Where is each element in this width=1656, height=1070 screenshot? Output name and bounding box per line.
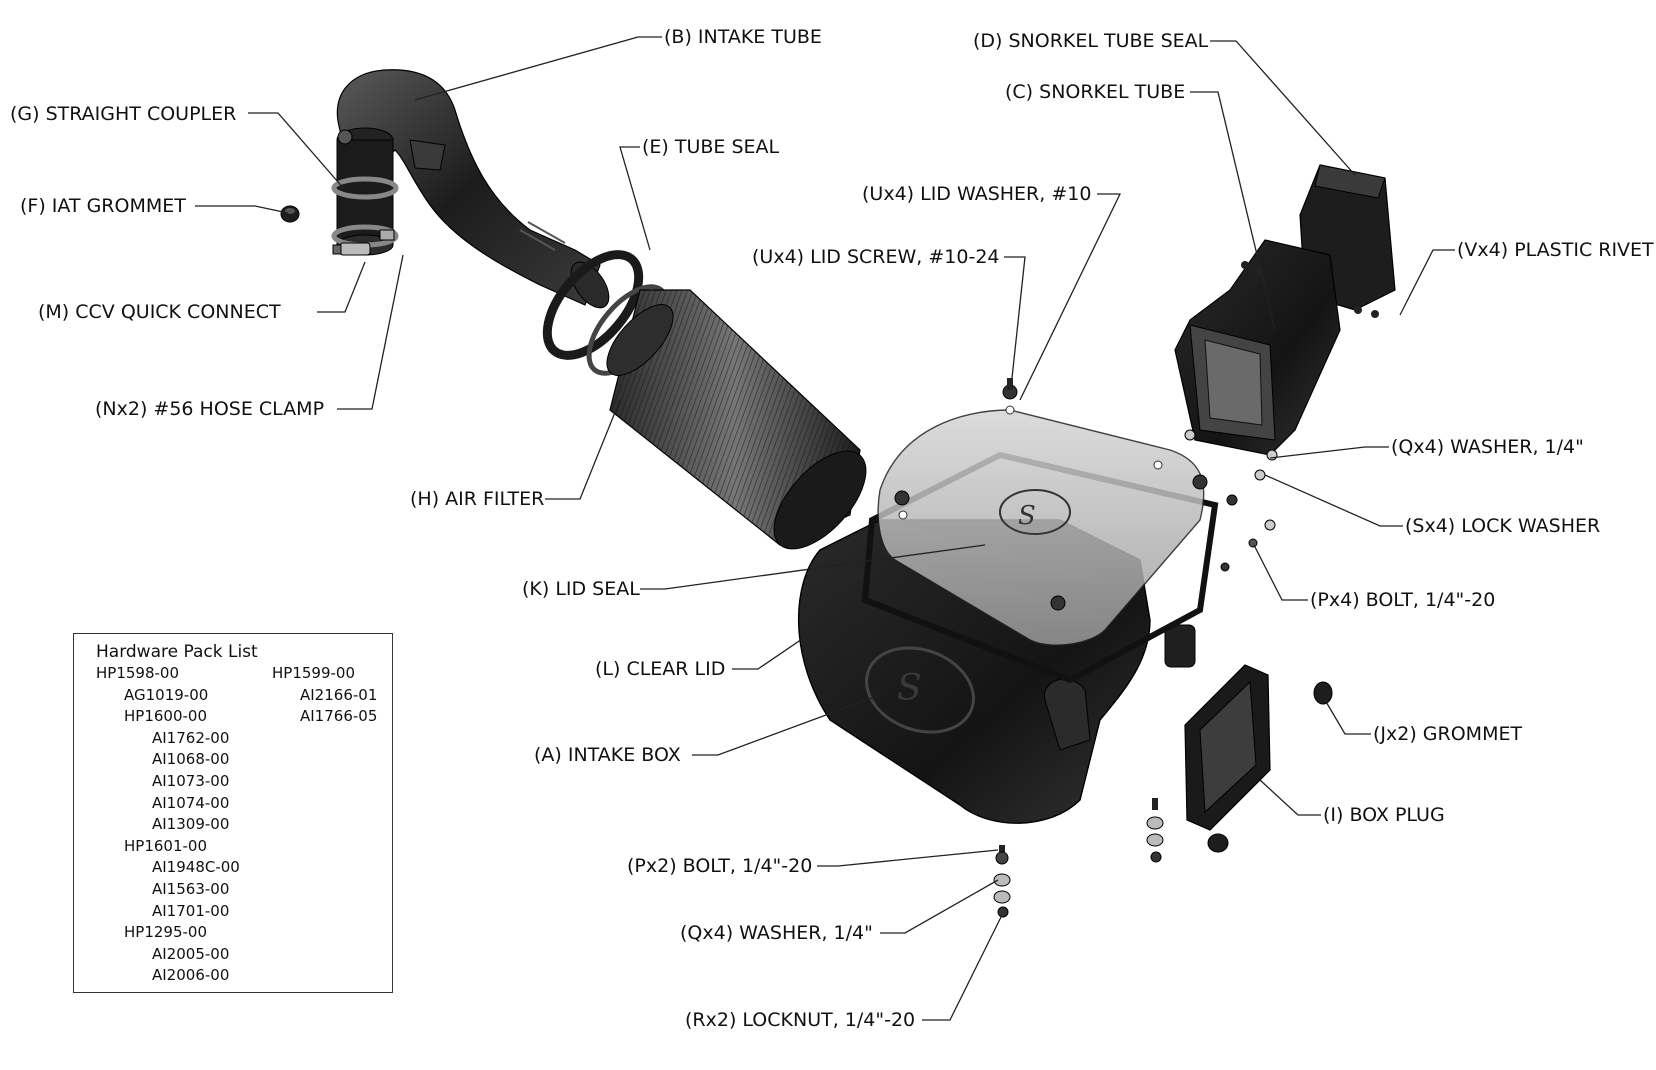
- label-lid-washer: (Ux4) LID WASHER, #10: [862, 183, 1091, 205]
- hardware-part-number: HP1599-00: [272, 664, 355, 682]
- label-air-filter: (H) AIR FILTER: [410, 488, 544, 510]
- hardware-part-number: AI2166-01: [300, 685, 378, 704]
- air-filter: [606, 289, 867, 550]
- hardware-part-number: AI1068-00: [152, 750, 230, 769]
- hardware-part-number: HP1600-00: [124, 707, 207, 726]
- leader-lines: [195, 36, 1455, 1021]
- label-lid-seal: (K) LID SEAL: [522, 578, 640, 600]
- hardware-pack-title: Hardware Pack List: [96, 642, 258, 662]
- label-plastic-rivet: (Vx4) PLASTIC RIVET: [1457, 239, 1654, 261]
- part-labels: (B) INTAKE TUBE (G) STRAIGHT COUPLER (F)…: [10, 26, 1654, 1031]
- plastic-rivets: [1241, 261, 1379, 318]
- hardware-part-number: AI1766-05: [300, 707, 378, 726]
- hardware-part-number: AI1074-00: [152, 793, 230, 812]
- hardware-part-number: AI1073-00: [152, 772, 230, 790]
- label-ccv-quick-connect: (M) CCV QUICK CONNECT: [38, 301, 281, 323]
- snorkel-tube: [1174, 239, 1341, 456]
- box-side-hardware: [1184, 429, 1278, 572]
- ccv-quick-connect: [332, 242, 371, 256]
- label-lock-washer: (Sx4) LOCK WASHER: [1405, 515, 1600, 537]
- label-bolt-upper: (Px4) BOLT, 1/4"-20: [1310, 589, 1495, 611]
- iat-grommet: [280, 205, 300, 223]
- label-snorkel-tube-seal: (D) SNORKEL TUBE SEAL: [973, 30, 1209, 52]
- label-intake-tube: (B) INTAKE TUBE: [664, 26, 822, 48]
- box-plug: [1184, 664, 1271, 831]
- label-washer-lower: (Qx4) WASHER, 1/4": [680, 922, 873, 944]
- hardware-part-number: AI2005-00: [152, 944, 230, 963]
- label-straight-coupler: (G) STRAIGHT COUPLER: [10, 103, 236, 125]
- label-grommet: (Jx2) GROMMET: [1373, 723, 1522, 745]
- hardware-part-number: AI1701-00: [152, 901, 230, 920]
- hardware-part-number: AI1563-00: [152, 880, 230, 898]
- label-bolt-lower: (Px2) BOLT, 1/4"-20: [627, 855, 812, 877]
- brand-logo-box: S: [897, 668, 922, 709]
- grommets: [1207, 681, 1333, 853]
- label-clear-lid: (L) CLEAR LID: [595, 658, 725, 680]
- label-box-plug: (I) BOX PLUG: [1323, 804, 1445, 826]
- hardware-part-number: AI1948C-00: [152, 858, 240, 877]
- bottom-bolt-stack: [993, 798, 1164, 918]
- hardware-part-number: HP1295-00: [124, 923, 207, 942]
- hardware-part-number: HP1601-00: [124, 836, 207, 855]
- lid-hardware: [894, 378, 1208, 611]
- label-washer-upper: (Qx4) WASHER, 1/4": [1391, 436, 1584, 458]
- hardware-part-number: AG1019-00: [124, 685, 209, 704]
- label-tube-seal: (E) TUBE SEAL: [642, 136, 780, 158]
- hardware-part-number: HP1598-00: [96, 664, 179, 682]
- label-intake-box: (A) INTAKE BOX: [534, 744, 681, 766]
- label-locknut: (Rx2) LOCKNUT, 1/4"-20: [685, 1009, 915, 1031]
- brand-logo-lid: S: [1018, 501, 1036, 531]
- hardware-part-number: AI2006-00: [152, 966, 230, 985]
- hardware-part-number: AI1762-00: [152, 728, 230, 747]
- label-snorkel-tube: (C) SNORKEL TUBE: [1005, 81, 1185, 103]
- label-lid-screw: (Ux4) LID SCREW, #10-24: [752, 246, 1000, 268]
- label-hose-clamp: (Nx2) #56 HOSE CLAMP: [95, 398, 324, 420]
- label-iat-grommet: (F) IAT GROMMET: [20, 195, 186, 217]
- clear-lid: S: [877, 409, 1205, 646]
- hardware-part-number: AI1309-00: [152, 815, 230, 834]
